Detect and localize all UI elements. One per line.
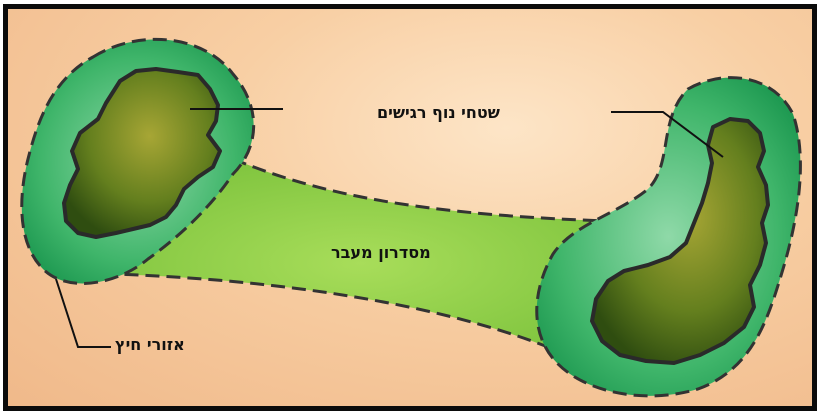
leader-line-buffer — [56, 279, 111, 347]
diagram-frame: שטחי נוף רגישים מסדרון מעבר אזורי חיץ — [3, 4, 817, 411]
buffer-zones-label: אזורי חיץ — [115, 335, 185, 354]
transition-corridor-label: מסדרון מעבר — [331, 243, 431, 262]
sensitive-areas-label: שטחי נוף רגישים — [377, 103, 500, 122]
